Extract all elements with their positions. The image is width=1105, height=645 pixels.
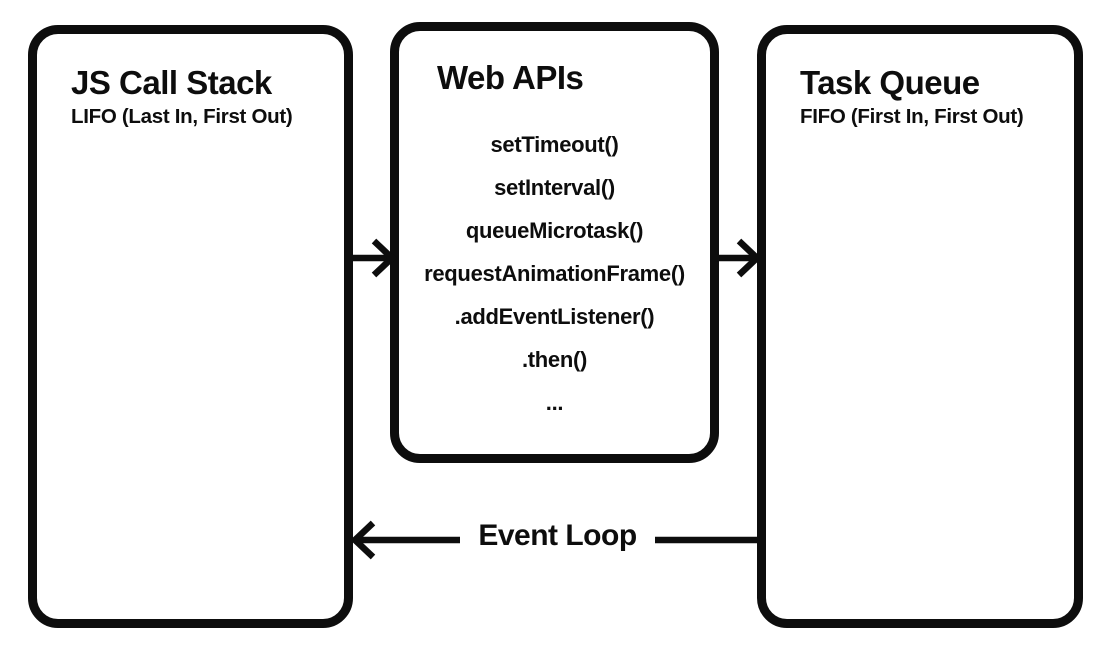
- api-item-then: .then(): [521, 346, 588, 372]
- api-item-requestanimationframe: requestAnimationFrame(): [424, 260, 685, 286]
- web-apis-list: setTimeout() setInterval() queueMicrotas…: [399, 123, 710, 424]
- js-call-stack-subtitle: LIFO (Last In, First Out): [71, 104, 293, 128]
- api-item-queuemicrotask: queueMicrotask(): [465, 217, 644, 243]
- web-apis-box: Web APIs setTimeout() setInterval() queu…: [390, 22, 719, 463]
- task-queue-subtitle: FIFO (First In, First Out): [800, 104, 1024, 128]
- js-call-stack-box: JS Call Stack LIFO (Last In, First Out): [28, 25, 353, 628]
- event-loop-label: Event Loop: [460, 519, 655, 553]
- task-queue-title: Task Queue: [800, 64, 980, 101]
- stack-to-webapis-arrow: [350, 238, 397, 278]
- api-item-addeventlistener: .addEventListener(): [454, 303, 655, 329]
- webapis-to-taskqueue-arrow: [715, 238, 762, 278]
- js-call-stack-title: JS Call Stack: [71, 64, 272, 101]
- task-queue-box: Task Queue FIFO (First In, First Out): [757, 25, 1083, 628]
- api-item-ellipsis: ...: [545, 389, 564, 415]
- api-item-settimeout: setTimeout(): [490, 131, 619, 157]
- web-apis-title: Web APIs: [437, 59, 584, 96]
- api-item-setinterval: setInterval(): [494, 174, 615, 200]
